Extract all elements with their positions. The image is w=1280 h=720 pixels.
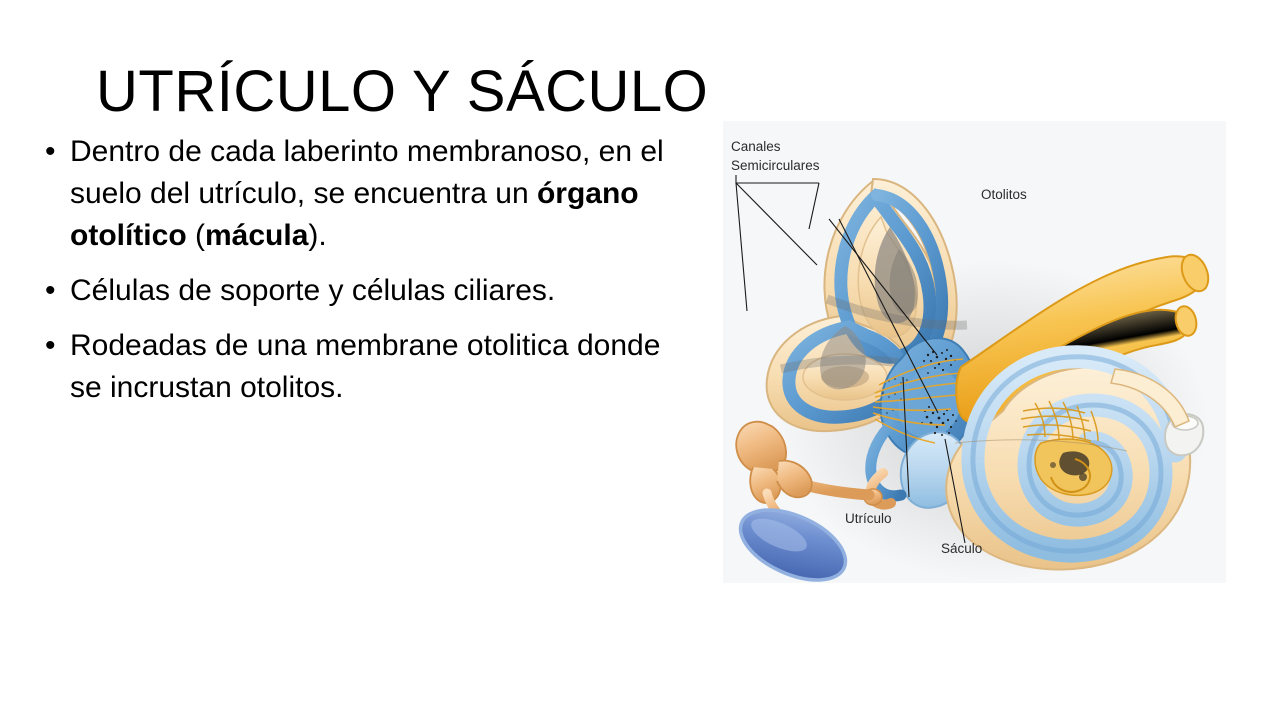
semicircular-canals <box>782 187 949 424</box>
inner-ear-figure-panel: Canales Semicirculares Otolitos Utrículo… <box>723 121 1226 583</box>
label-otolitos: Otolitos <box>981 187 1027 202</box>
label-utriculo: Utrículo <box>845 511 892 526</box>
organ-of-corti-detail <box>1020 400 1099 442</box>
label-canales-line1: Canales <box>731 139 781 154</box>
label-leader-lines <box>735 175 966 544</box>
nerve-fiber-fans <box>872 358 964 444</box>
bullet-text-3: Rodeadas de una membrane otolitica donde… <box>70 329 661 404</box>
label-canales-line2: Semicirculares <box>731 158 820 173</box>
list-item: • Dentro de cada laberinto membranoso, e… <box>40 131 680 257</box>
bullet-text-1: Dentro de cada laberinto membranoso, en … <box>70 135 664 252</box>
bullet-list: • Dentro de cada laberinto membranoso, e… <box>40 131 680 409</box>
list-item: • Células de soporte y células ciliares. <box>40 270 680 312</box>
bullet-text-2: Células de soporte y células ciliares. <box>70 274 556 307</box>
ossicle-and-eardrum <box>735 420 896 582</box>
bullet-marker: • <box>45 329 56 362</box>
page-title: UTRÍCULO Y SÁCULO <box>96 59 709 124</box>
bullet-marker: • <box>45 274 56 307</box>
list-item: • Rodeadas de una membrane otolitica don… <box>40 325 680 409</box>
inner-ear-structure: Canales Semicirculares Otolitos Utrículo… <box>731 139 1210 582</box>
bullet-marker: • <box>45 135 56 168</box>
label-saculo: Sáculo <box>941 541 982 556</box>
cochlea <box>945 345 1205 571</box>
